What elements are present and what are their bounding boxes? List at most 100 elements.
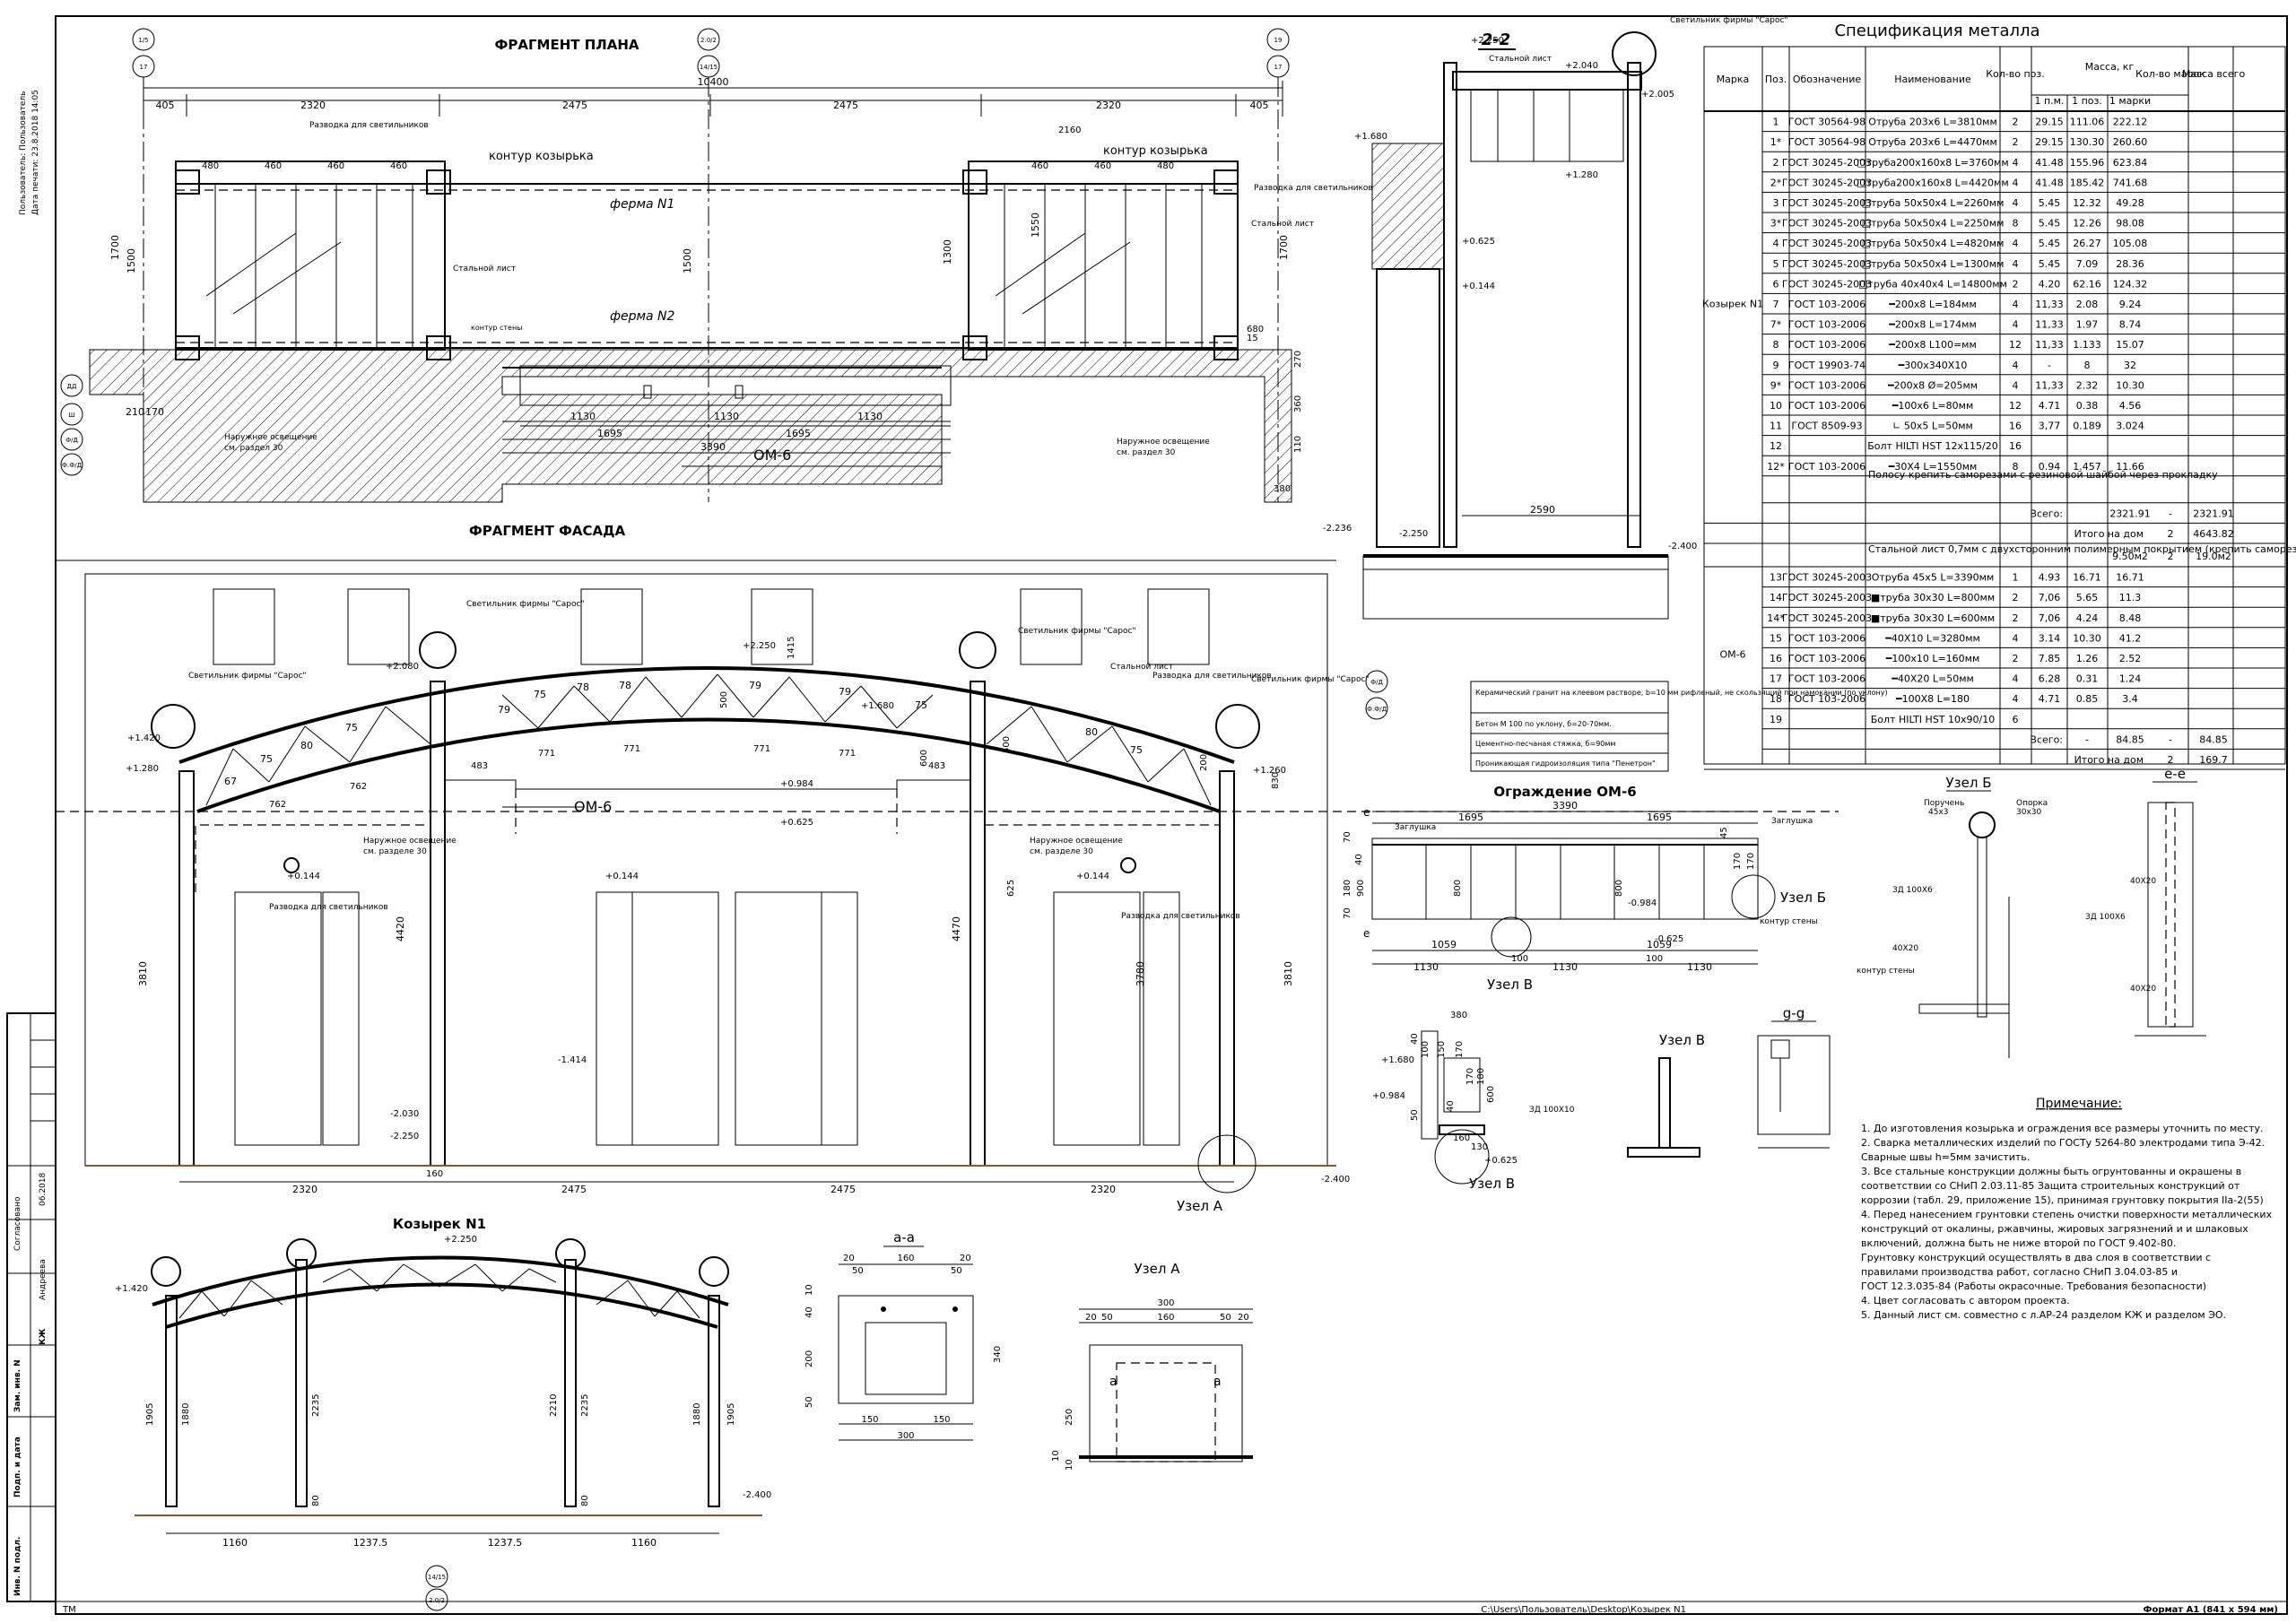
spec-row-canopy: 12 — [1770, 440, 1782, 452]
svg-text:75: 75 — [915, 699, 927, 711]
svg-text:2320: 2320 — [300, 100, 326, 111]
spec-row-fence: 2 — [2013, 653, 2019, 664]
spec-row-canopy: 1.457 — [2073, 461, 2101, 473]
spec-row-canopy: 11,33 — [2035, 319, 2064, 331]
svg-text:ЗД 100Х6: ЗД 100Х6 — [2085, 913, 2126, 922]
spec-row-fence: 4.24 — [2076, 612, 2099, 624]
svg-text:Заглушка: Заглушка — [1395, 823, 1436, 832]
svg-text:Инв. N подл.: Инв. N подл. — [13, 1537, 22, 1596]
svg-text:40X20: 40X20 — [2130, 985, 2156, 994]
facade-title: ФРАГМЕНТ ФАСАДА — [469, 523, 626, 539]
svg-text:Узел В: Узел В — [1659, 1032, 1705, 1048]
svg-text:2320: 2320 — [292, 1184, 317, 1195]
spec-row-canopy: □труба 50х50х4 L=2260мм — [1862, 197, 2005, 209]
svg-text:06.2018: 06.2018 — [39, 1173, 48, 1206]
spec-row-canopy: □труба200х160х8 L=3760мм — [1857, 157, 2008, 169]
svg-text:405: 405 — [1250, 100, 1269, 111]
note-line: 1. До изготовления козырька и ограждения… — [1861, 1123, 2263, 1134]
section-2-2: 2-2 2590 +2.250 +2.040 +2.005 +1.680 +1.… — [1323, 16, 1888, 772]
spec-row-canopy: 6 — [1773, 278, 1779, 290]
svg-text:75: 75 — [345, 722, 358, 733]
svg-text:Разводка для светильников: Разводка для светильников — [1121, 912, 1240, 921]
spec-row-canopy: - — [2048, 360, 2051, 371]
spec-row-fence: 2 — [2013, 592, 2019, 603]
svg-text:600: 600 — [919, 750, 929, 767]
svg-text:-2.250: -2.250 — [1399, 529, 1428, 539]
spec-row-fence: 6.28 — [2039, 673, 2061, 685]
svg-text:771: 771 — [538, 749, 555, 759]
spec-row-fence: 1 — [2013, 572, 2019, 584]
spec-row-canopy: ━200х8 L=174мм — [1888, 319, 1977, 331]
svg-text:-2.250: -2.250 — [390, 1132, 419, 1141]
svg-text:40: 40 — [1410, 1033, 1420, 1045]
svg-text:4643.82: 4643.82 — [2193, 528, 2234, 540]
svg-text:20: 20 — [960, 1254, 971, 1263]
spec-row-canopy: 11,33 — [2035, 299, 2064, 310]
svg-text:800: 800 — [1614, 880, 1624, 897]
svg-text:1130: 1130 — [1552, 961, 1578, 973]
svg-text:см. раздел 30: см. раздел 30 — [1117, 448, 1176, 457]
spec-row-canopy: ГОСТ 103-2006 — [1788, 461, 1866, 473]
svg-text:Ш: Ш — [68, 412, 75, 419]
svg-text:Цементно-песчаная стяжка, б=90: Цементно-песчаная стяжка, б=90мм — [1475, 740, 1615, 748]
spec-row-canopy: ━30Х4 L=1550мм — [1888, 461, 1978, 473]
spec-row-canopy: 4 — [2013, 238, 2019, 249]
spec-row-canopy: □труба 50х50х4 L=2250мм — [1862, 218, 2005, 230]
svg-text:80: 80 — [311, 1495, 321, 1506]
spec-row-canopy: ГОСТ 103-2006 — [1788, 339, 1866, 351]
svg-text:ЗД 100Х10: ЗД 100Х10 — [1529, 1106, 1575, 1115]
svg-text:1237.5: 1237.5 — [353, 1537, 388, 1549]
spec-row-canopy: ГОСТ 103-2006 — [1788, 400, 1866, 412]
svg-text:1415: 1415 — [787, 637, 796, 659]
svg-text:+0.144: +0.144 — [287, 872, 320, 881]
svg-text:20: 20 — [1085, 1313, 1097, 1323]
note-line: 4. Цвет согласовать с автором проекта. — [1861, 1295, 2070, 1306]
spec-row-fence: 3.14 — [2039, 632, 2061, 644]
spec-row-canopy: 185.42 — [2070, 177, 2105, 188]
svg-text:+0.984: +0.984 — [1372, 1091, 1405, 1101]
spec-row-canopy: ГОСТ 30245-2003 — [1782, 258, 1872, 270]
spec-row-canopy: 0.94 — [2039, 461, 2061, 473]
svg-text:14/15: 14/15 — [700, 64, 718, 71]
svg-text:1300: 1300 — [942, 239, 953, 265]
spec-row-fence: ━100Х8 L=180 — [1895, 693, 1970, 705]
print-stamp: Пользователь: Пользователь Дата печати: … — [19, 90, 40, 215]
facade-view: ФРАГМЕНТ ФАСАДА — [56, 523, 1839, 1214]
svg-text:1695: 1695 — [786, 428, 811, 439]
svg-text:+0.625: +0.625 — [1484, 1156, 1518, 1166]
svg-text:3810: 3810 — [1283, 961, 1294, 986]
svg-text:Примечание:: Примечание: — [2036, 1097, 2122, 1111]
svg-text:80: 80 — [1085, 726, 1098, 738]
spec-row-canopy: 10 — [1770, 400, 1782, 412]
svg-text:2.0/2: 2.0/2 — [700, 37, 717, 44]
svg-text:Стальной лист: Стальной лист — [1489, 55, 1552, 64]
svg-text:270: 270 — [1293, 351, 1303, 368]
svg-text:360: 360 — [1293, 395, 1303, 412]
svg-text:Стальной лист: Стальной лист — [453, 265, 516, 273]
svg-text:Стальной лист: Стальной лист — [1110, 663, 1173, 672]
spec-row-canopy: ГОСТ 30245-2003 — [1782, 157, 1872, 169]
svg-text:Дата печати: 23.8.2018 14:05: Дата печати: 23.8.2018 14:05 — [31, 90, 40, 215]
svg-text:Согласовано: Согласовано — [13, 1196, 22, 1251]
svg-text:2235: 2235 — [311, 1394, 321, 1417]
svg-text:75: 75 — [260, 753, 273, 765]
svg-text:-2.400: -2.400 — [743, 1490, 771, 1500]
spec-row-fence: 16 — [1770, 653, 1782, 664]
spec-row-canopy: 623.84 — [2113, 157, 2148, 169]
svg-text:2320: 2320 — [1091, 1184, 1116, 1195]
spec-row-canopy: 4.71 — [2039, 400, 2061, 412]
svg-text:4420: 4420 — [395, 916, 406, 942]
svg-text:см. разделе 30: см. разделе 30 — [1030, 847, 1093, 856]
svg-text:2: 2 — [2168, 551, 2174, 562]
svg-text:+1.680: +1.680 — [1381, 1055, 1414, 1065]
svg-text:19: 19 — [1274, 37, 1283, 44]
spec-row-canopy: 4 — [2013, 319, 2019, 331]
spec-row-canopy: Отруба 203х6 L=3810мм — [1868, 117, 1997, 128]
spec-row-canopy: 1* — [1770, 136, 1782, 148]
svg-text:контур козырька: контур козырька — [1103, 144, 1208, 158]
svg-text:460: 460 — [1031, 161, 1048, 171]
svg-text:-: - — [2169, 508, 2172, 519]
spec-row-fence: 16.71 — [2073, 572, 2101, 584]
svg-text:Всего:: Всего: — [2030, 508, 2063, 519]
svg-text:Разводка для светильников: Разводка для светильников — [269, 903, 388, 912]
